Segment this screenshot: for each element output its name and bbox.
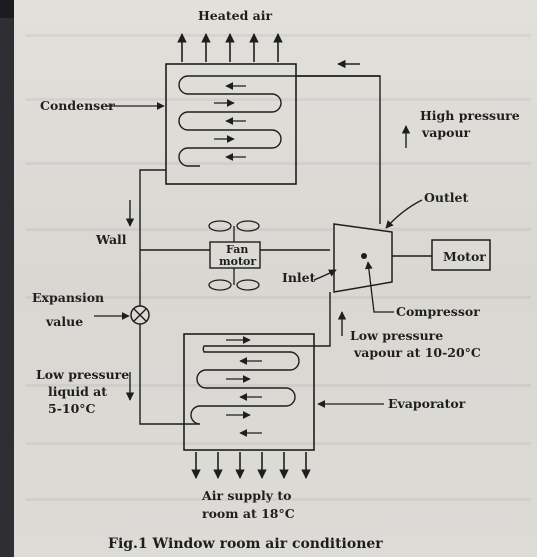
condenser-box <box>165 63 297 185</box>
low-pressure-liquid-label-1: Low pressure <box>36 367 129 382</box>
air-supply-label-1: Air supply to <box>201 488 291 503</box>
condenser-coil <box>178 75 380 167</box>
liquid-line <box>139 169 166 306</box>
expansion-label-2: value <box>45 314 83 329</box>
low-pressure-liquid-label-3: 5-10°C <box>48 401 96 416</box>
air-supply-label-2: room at 18°C <box>202 506 295 521</box>
motor-label: Motor <box>443 249 486 264</box>
evaporator-flow-arrows <box>226 336 262 437</box>
high-pressure-line <box>296 75 381 224</box>
inlet-label: Inlet <box>282 270 316 285</box>
faded-text-line <box>26 98 531 101</box>
faded-text-line <box>26 498 531 501</box>
paper-background <box>14 0 537 557</box>
compressor-leader <box>364 261 394 313</box>
suction-line <box>314 292 331 347</box>
faded-text-line <box>26 442 531 445</box>
heated-air-label: Heated air <box>198 8 273 23</box>
condenser-flow-arrows <box>214 82 246 161</box>
faded-text-line <box>26 296 531 299</box>
low-pressure-vapour-label-2: vapour at 10-20°C <box>353 345 481 360</box>
motor-box <box>431 239 491 271</box>
outlet-leader <box>385 199 423 229</box>
low-pressure-vapour-label-1: Low pressure <box>350 328 443 343</box>
expansion-valve-cross <box>133 308 147 322</box>
evaporator-label: Evaporator <box>388 396 466 411</box>
compressor-label: Compressor <box>396 304 480 319</box>
wall-label: Wall <box>95 232 127 247</box>
evaporator-coil <box>184 345 314 425</box>
fan-label: Fan <box>226 243 248 256</box>
faded-text-line <box>26 228 531 231</box>
faded-text-line <box>26 384 531 387</box>
compressor-shaft-dot <box>361 253 367 259</box>
low-pressure-liquid-label-2: liquid at <box>48 384 107 399</box>
high-pressure-label-2: vapour <box>421 125 471 140</box>
fan-icon <box>208 220 260 291</box>
air-supply-arrows <box>191 452 311 479</box>
condenser-label: Condenser <box>40 98 115 113</box>
outlet-label: Outlet <box>424 190 468 205</box>
high-pressure-label-1: High pressure <box>420 108 520 123</box>
fan-motor-box <box>209 241 261 269</box>
heated-air-arrows <box>177 33 283 62</box>
faded-text-line <box>26 162 531 165</box>
figure-caption: Fig.1 Window room air conditioner <box>108 536 383 552</box>
inlet-leader <box>313 269 337 281</box>
expansion-label-1: Expansion <box>32 290 104 305</box>
expansion-to-evaporator-line <box>139 324 184 425</box>
fan-motor-label: motor <box>219 255 256 268</box>
page-edge-strip <box>0 0 14 557</box>
evaporator-box <box>183 333 315 451</box>
